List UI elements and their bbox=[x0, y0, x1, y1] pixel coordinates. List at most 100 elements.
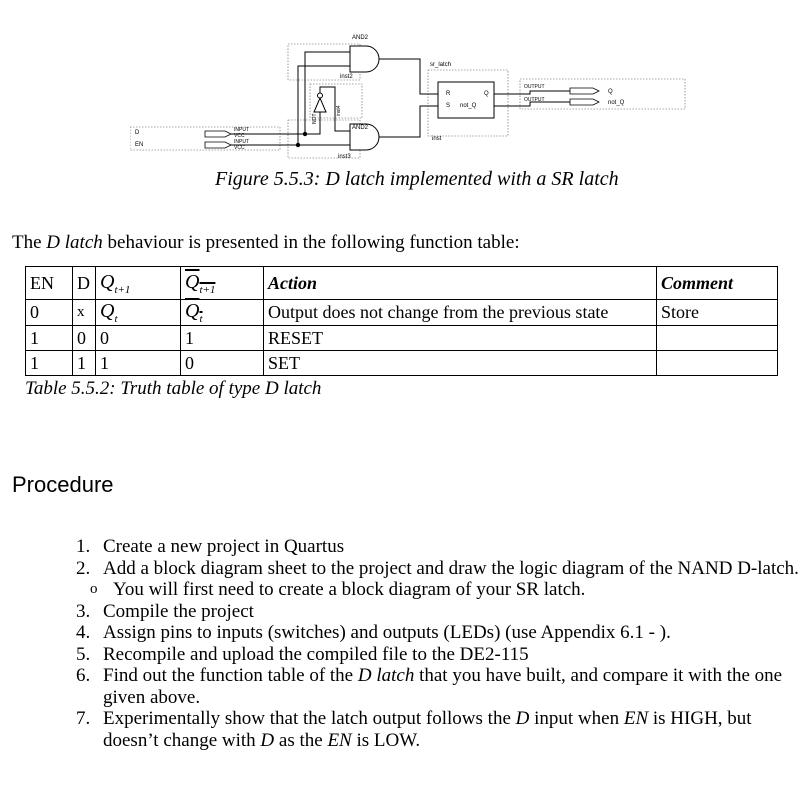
step-text: Assign pins to inputs (switches) and out… bbox=[103, 622, 671, 643]
header-nq-next-main: Q bbox=[185, 270, 200, 293]
table-caption: Table 5.5.2: Truth table of type D latch bbox=[25, 378, 322, 399]
and-gate-bottom-inst: inst3 bbox=[338, 154, 351, 160]
procedure-step: 2. Add a block diagram sheet to the proje… bbox=[76, 558, 801, 580]
step-text-part: is HIGH, but doesn’t change with bbox=[103, 708, 752, 751]
header-nq-next-sub: t+1 bbox=[199, 283, 216, 296]
step-text: Compile the project bbox=[103, 600, 254, 622]
sr-pin-nq: not_Q bbox=[460, 103, 477, 109]
step-number: 1. bbox=[76, 536, 91, 557]
cell-action: Output does not change from the previous… bbox=[263, 299, 657, 326]
procedure-step: 3.Compile the project bbox=[76, 601, 801, 623]
junction-dot-en bbox=[295, 142, 301, 148]
cell-comment bbox=[656, 350, 778, 376]
step-text: Find out the function table of the D lat… bbox=[103, 665, 782, 708]
step-text-part: Experimentally show that the latch outpu… bbox=[103, 708, 516, 729]
not-gate: NOT inst4 bbox=[312, 92, 342, 124]
output-q-tag: OUTPUT bbox=[524, 84, 545, 90]
step-number: 4. bbox=[76, 622, 91, 643]
header-q-next-main: Q bbox=[100, 270, 115, 293]
cell-comment bbox=[656, 325, 778, 351]
and-gate-top: AND2 inst2 bbox=[340, 35, 380, 80]
cell-q: Qt bbox=[95, 299, 181, 326]
intro-emph: D latch bbox=[46, 232, 103, 253]
output-nq-name: not_Q bbox=[608, 100, 625, 106]
step-text-part: as the bbox=[274, 729, 328, 751]
step-text: You will first need to create a block di… bbox=[113, 579, 586, 600]
and-gate-top-inst: inst2 bbox=[340, 74, 353, 80]
step-number: 5. bbox=[76, 643, 91, 665]
table-row: 0 x Qt Qt Output does not change from th… bbox=[25, 299, 778, 326]
step-text-part: input when bbox=[529, 708, 624, 729]
procedure-step: 1. Create a new project in Quartus bbox=[76, 536, 801, 558]
junction-dot-d bbox=[302, 131, 308, 137]
procedure-step: 5. Recompile and upload the compiled file… bbox=[76, 644, 801, 666]
input-d-vcc: VCC bbox=[234, 133, 245, 139]
step-text-emph: D latch bbox=[357, 665, 415, 686]
input-d-tag: INPUT bbox=[234, 127, 249, 133]
figure-caption: Figure 5.5.3: D latch implemented with a… bbox=[215, 168, 619, 190]
input-d-name: D bbox=[135, 130, 140, 136]
input-en-vcc: VCC bbox=[234, 145, 245, 151]
cell-en: 0 bbox=[25, 299, 73, 326]
sr-pin-s: S bbox=[446, 103, 450, 109]
input-pins: D EN INPUT VCC INPUT VCC bbox=[135, 127, 249, 151]
step-text-emph: EN bbox=[623, 708, 649, 729]
output-pins: OUTPUT OUTPUT Q not_Q bbox=[524, 84, 625, 106]
cell-action: RESET bbox=[263, 325, 657, 351]
step-text-part: Find out the function table of the bbox=[103, 665, 358, 686]
input-en-tag: INPUT bbox=[234, 139, 249, 145]
sr-latch-inst: inst bbox=[432, 136, 442, 142]
header-nq-next: Qt+1 bbox=[180, 266, 264, 300]
cell-d: 0 bbox=[72, 325, 96, 351]
wires bbox=[231, 51, 570, 146]
sr-latch-name: sr_latch bbox=[430, 62, 451, 68]
and-gate-top-label: AND2 bbox=[352, 35, 369, 41]
procedure-step: 7. Experimentally show that the latch out… bbox=[76, 708, 801, 751]
table-row: 1 1 1 0 SET bbox=[25, 350, 778, 376]
intro-paragraph: The D latch behaviour is presented in th… bbox=[12, 232, 520, 254]
step-text: Experimentally show that the latch outpu… bbox=[103, 708, 752, 751]
cell-d: 1 bbox=[72, 350, 96, 376]
not-gate-label: NOT bbox=[312, 113, 318, 124]
cell-d: x bbox=[72, 299, 96, 326]
and-gate-bottom-label: AND2 bbox=[352, 125, 369, 131]
step-text: Add a block diagram sheet to the project… bbox=[103, 557, 799, 579]
procedure-step: 6. Find out the function table of the D l… bbox=[76, 665, 801, 708]
step-text: Recompile and upload the compiled file t… bbox=[103, 643, 529, 665]
intro-after: behaviour is presented in the following … bbox=[102, 232, 520, 253]
d-latch-schematic: AND2 inst2 AND2 inst3 NOT inst4 sr_latch… bbox=[130, 35, 686, 160]
cell-comment: Store bbox=[656, 299, 778, 326]
procedure-steps: 1. Create a new project in Quartus 2. Add a… bbox=[76, 536, 801, 751]
step-text-part: that you have built, and compare it with… bbox=[103, 665, 783, 708]
truth-table: EN D Qt+1 Qt+1 Action Comment 0 x Qt Qt … bbox=[25, 266, 778, 376]
not-gate-inst: inst4 bbox=[336, 105, 342, 116]
step-text-emph: D bbox=[515, 708, 530, 729]
step-number: 2. bbox=[76, 557, 91, 579]
cell-nq: 1 bbox=[180, 325, 264, 351]
step-text-part: is LOW. bbox=[351, 729, 421, 751]
output-q-name: Q bbox=[608, 89, 613, 95]
header-q-next: Qt+1 bbox=[95, 266, 181, 300]
table-row: 1 0 0 1 RESET bbox=[25, 325, 778, 351]
cell-nq-sub: t bbox=[199, 313, 203, 325]
cell-nq: Qt bbox=[180, 299, 264, 326]
step-text-emph: EN bbox=[327, 729, 352, 751]
cell-nq-main: Q bbox=[185, 300, 200, 322]
step-text: Create a new project in Quartus bbox=[103, 536, 345, 557]
cell-en: 1 bbox=[25, 325, 73, 351]
header-d: D bbox=[72, 266, 96, 300]
procedure-step: 4. Assign pins to inputs (switches) and o… bbox=[76, 622, 801, 644]
sr-latch-block: sr_latch inst R S Q not_Q bbox=[430, 62, 495, 142]
header-comment: Comment bbox=[656, 266, 778, 300]
header-action: Action bbox=[263, 266, 657, 300]
cell-action: SET bbox=[263, 350, 657, 376]
cell-nq: 0 bbox=[180, 350, 264, 376]
step-number: 6. bbox=[76, 665, 91, 686]
input-en-name: EN bbox=[135, 142, 143, 148]
step-text-emph: D bbox=[260, 729, 275, 751]
cell-q: 0 bbox=[95, 325, 181, 351]
step-number: 7. bbox=[76, 708, 91, 729]
and-gate-bottom: AND2 inst3 bbox=[338, 123, 380, 160]
output-nq-tag: OUTPUT bbox=[524, 97, 545, 103]
cell-q-main: Q bbox=[100, 300, 115, 322]
